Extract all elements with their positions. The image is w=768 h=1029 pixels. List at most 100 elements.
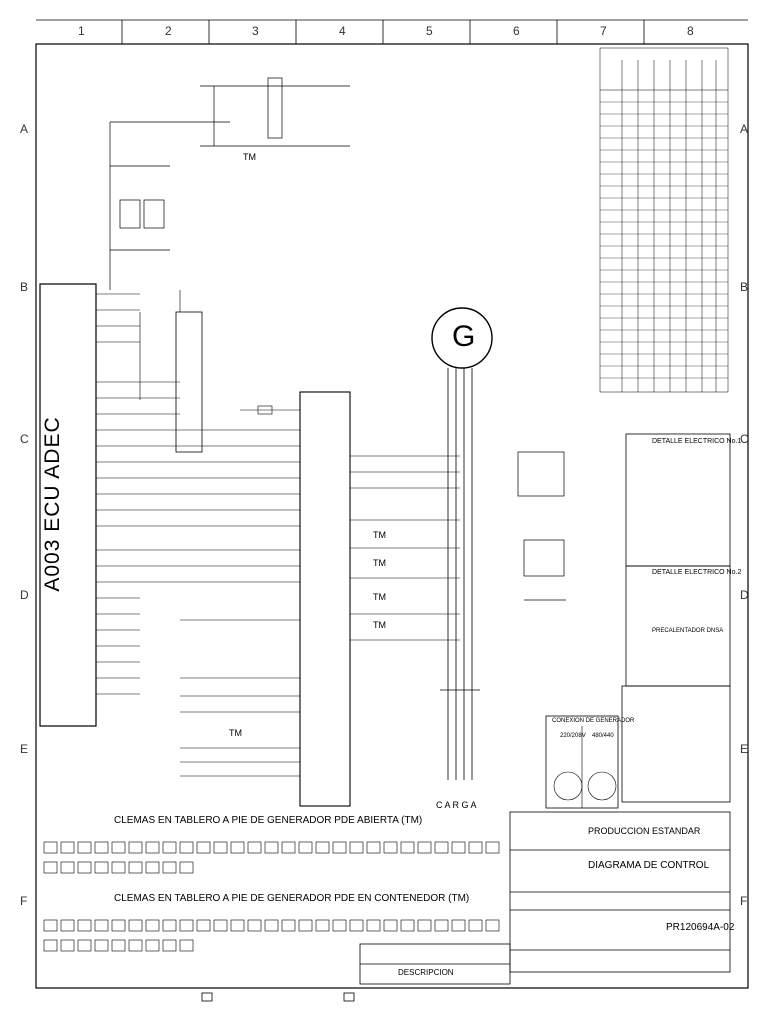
terminal-box [366, 841, 381, 854]
zone-row-label: A [20, 122, 29, 136]
relay-block [175, 311, 203, 453]
terminal-box [468, 919, 483, 932]
descripcion-label: DESCRIPCION [398, 968, 454, 977]
title-block [359, 811, 731, 985]
kva-table-rows [600, 101, 728, 379]
terminal-box [264, 919, 279, 932]
tm-label: TM [243, 152, 256, 162]
terminal-box [111, 841, 126, 854]
terminal-box [162, 919, 177, 932]
zone-row-label: C [20, 432, 29, 446]
zone-column-label: 2 [165, 24, 172, 38]
terminal-box [213, 919, 228, 932]
zone-row-label: B [740, 280, 749, 294]
terminal-box [383, 919, 398, 932]
terminal-box [400, 919, 415, 932]
kva-table [599, 47, 729, 393]
conexion-title: CONEXION DE GENERADOR [552, 718, 635, 724]
terminal-box [60, 939, 75, 952]
ecu-block [39, 283, 97, 727]
terminal-box [43, 919, 58, 932]
terminal-box [366, 919, 381, 932]
terminal-box [179, 861, 194, 874]
terminal-box [213, 841, 228, 854]
zone-row-label: D [740, 588, 749, 602]
precalentador-label: PRECALENTADOR DNSA [652, 628, 724, 634]
terminal-box [417, 841, 432, 854]
terminal-box [298, 919, 313, 932]
terminal-box [60, 919, 75, 932]
terminal-box [77, 919, 92, 932]
conexion-option: 220/208V [560, 733, 586, 739]
generator-connection-diagram [517, 451, 566, 601]
zone-column-label: 1 [78, 24, 85, 38]
diagram-title: DIAGRAMA DE CONTROL [588, 860, 710, 871]
column-ticks [121, 20, 645, 44]
detail-2-title: DETALLE ELECTRICO No.2 [652, 569, 742, 576]
relay-lines [139, 290, 300, 415]
terminal-box [111, 939, 126, 952]
terminal-box [417, 919, 432, 932]
generator-leads [440, 368, 480, 780]
terminal-box [77, 841, 92, 854]
notes-box [621, 685, 731, 803]
terminal-box [298, 841, 313, 854]
zone-column-label: 4 [339, 24, 346, 38]
terminal-box [400, 841, 415, 854]
checkbox-2 [343, 992, 355, 1002]
terminal-box [349, 919, 364, 932]
terminal-box [434, 919, 449, 932]
zone-column-label: 5 [426, 24, 433, 38]
terminal-box [264, 841, 279, 854]
tm-label: TM [373, 592, 386, 602]
terminal-box [77, 939, 92, 952]
terminal-box [94, 939, 109, 952]
checkbox-1 [201, 992, 213, 1002]
terminal-box [468, 841, 483, 854]
terminals-container-title: CLEMAS EN TABLERO A PIE DE GENERADOR PDE… [114, 893, 470, 904]
terminal-box [451, 841, 466, 854]
terminal-box [332, 841, 347, 854]
terminal-box [485, 919, 500, 932]
terminal-box [128, 939, 143, 952]
generator-symbol: G [452, 320, 476, 353]
terminal-box [43, 841, 58, 854]
tm-label: TM [373, 530, 386, 540]
carga-label: C A R G A [436, 800, 477, 810]
terminal-box [60, 861, 75, 874]
terminal-box [247, 919, 262, 932]
terminal-box [43, 861, 58, 874]
terminal-boxes-open [43, 841, 500, 874]
terminals-open-title: CLEMAS EN TABLERO A PIE DE GENERADOR PDE… [114, 815, 423, 826]
zone-column-label: 7 [600, 24, 607, 38]
ecu-label: A003 ECU ADEC [41, 416, 64, 592]
terminal-box [485, 841, 500, 854]
drawing-frame [35, 43, 749, 989]
zone-column-label: 3 [252, 24, 259, 38]
terminal-box [128, 841, 143, 854]
terminal-box [94, 841, 109, 854]
zone-row-label: F [740, 894, 748, 908]
terminal-box [451, 919, 466, 932]
generator-circle [431, 307, 493, 369]
zone-row-label: F [20, 894, 28, 908]
terminal-box [179, 919, 194, 932]
zone-row-label: E [20, 742, 29, 756]
delta-connection-symbol [553, 771, 583, 801]
produccion-label: PRODUCCION ESTANDAR [588, 826, 701, 836]
terminal-box [94, 919, 109, 932]
terminal-box [230, 919, 245, 932]
terminal-box [349, 841, 364, 854]
terminal-box [315, 841, 330, 854]
terminal-box [281, 919, 296, 932]
terminal-box [145, 861, 160, 874]
top-circuit [109, 77, 350, 290]
zone-column-label: 8 [687, 24, 694, 38]
zone-column-label: 6 [513, 24, 520, 38]
terminal-box [94, 861, 109, 874]
terminal-box [196, 919, 211, 932]
terminal-box [434, 841, 449, 854]
tm-label: TM [373, 620, 386, 630]
